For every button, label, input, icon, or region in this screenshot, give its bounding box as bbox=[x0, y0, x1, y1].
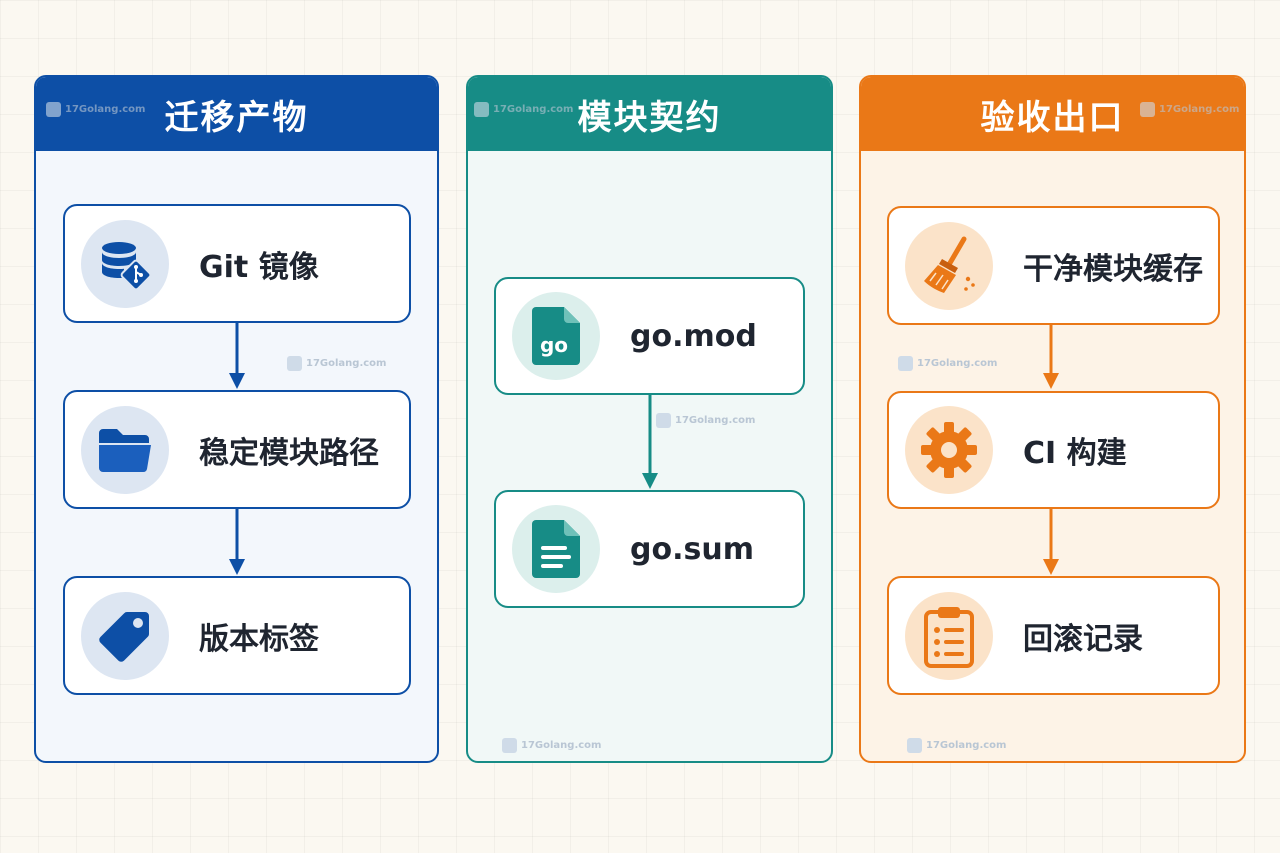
watermark-logo-icon bbox=[502, 738, 517, 753]
watermark-logo-icon bbox=[1140, 102, 1155, 117]
column-title: 验收出口 bbox=[980, 97, 1125, 138]
card-label: 稳定模块路径 bbox=[199, 435, 379, 471]
broom-icon bbox=[905, 221, 993, 310]
watermark: 17Golang.com bbox=[907, 738, 1006, 753]
watermark-text: 17Golang.com bbox=[926, 740, 1007, 751]
tag-icon bbox=[81, 591, 169, 680]
card-label: Git 镜像 bbox=[199, 249, 319, 285]
watermark-text: 17Golang.com bbox=[306, 358, 387, 369]
arrow-down-icon bbox=[642, 395, 658, 489]
watermark-logo-icon bbox=[46, 102, 61, 117]
card-go-mod: go go.mod bbox=[494, 277, 805, 395]
card-label: go.sum bbox=[630, 531, 754, 567]
watermark-text: 17Golang.com bbox=[675, 415, 756, 426]
card-label: 版本标签 bbox=[199, 621, 319, 657]
card-version-tag: 版本标签 bbox=[63, 576, 411, 695]
watermark-logo-icon bbox=[287, 356, 302, 371]
watermark-text: 17Golang.com bbox=[1159, 104, 1240, 115]
card-label: go.mod bbox=[630, 318, 757, 354]
clipboard-checklist-icon bbox=[905, 591, 993, 680]
card-git-mirror: Git 镜像 bbox=[63, 204, 411, 323]
folder-icon bbox=[81, 405, 169, 494]
watermark-logo-icon bbox=[656, 413, 671, 428]
watermark: 17Golang.com bbox=[474, 102, 573, 117]
document-icon bbox=[512, 505, 600, 593]
card-ci-build: CI 构建 bbox=[887, 391, 1220, 509]
card-rollback-record: 回滚记录 bbox=[887, 576, 1220, 695]
watermark: 17Golang.com bbox=[46, 102, 145, 117]
card-clean-module-cache: 干净模块缓存 bbox=[887, 206, 1220, 325]
watermark: 17Golang.com bbox=[1140, 102, 1239, 117]
column-header: 验收出口 bbox=[861, 77, 1244, 151]
watermark: 17Golang.com bbox=[502, 738, 601, 753]
watermark-text: 17Golang.com bbox=[493, 104, 574, 115]
watermark: 17Golang.com bbox=[656, 413, 755, 428]
card-stable-module-path: 稳定模块路径 bbox=[63, 390, 411, 509]
arrow-down-icon bbox=[1043, 325, 1059, 389]
database-git-icon bbox=[81, 219, 169, 308]
card-label: 回滚记录 bbox=[1023, 621, 1143, 657]
arrow-down-icon bbox=[229, 323, 245, 389]
watermark: 17Golang.com bbox=[287, 356, 386, 371]
watermark-text: 17Golang.com bbox=[917, 358, 998, 369]
watermark-logo-icon bbox=[898, 356, 913, 371]
column-header: 模块契约 bbox=[468, 77, 831, 151]
gear-icon bbox=[905, 406, 993, 494]
go-file-icon: go bbox=[512, 292, 600, 380]
arrow-down-icon bbox=[1043, 509, 1059, 575]
arrow-down-icon bbox=[229, 509, 245, 575]
card-label: 干净模块缓存 bbox=[1023, 251, 1203, 287]
column-header: 迁移产物 bbox=[36, 77, 437, 151]
card-go-sum: go.sum bbox=[494, 490, 805, 608]
watermark-text: 17Golang.com bbox=[65, 104, 146, 115]
watermark-logo-icon bbox=[474, 102, 489, 117]
column-title: 迁移产物 bbox=[164, 97, 309, 138]
go-icon-text: go bbox=[540, 333, 568, 357]
column-title: 模块契约 bbox=[577, 97, 722, 138]
watermark-logo-icon bbox=[907, 738, 922, 753]
card-label: CI 构建 bbox=[1023, 436, 1127, 471]
watermark: 17Golang.com bbox=[898, 356, 997, 371]
watermark-text: 17Golang.com bbox=[521, 740, 602, 751]
